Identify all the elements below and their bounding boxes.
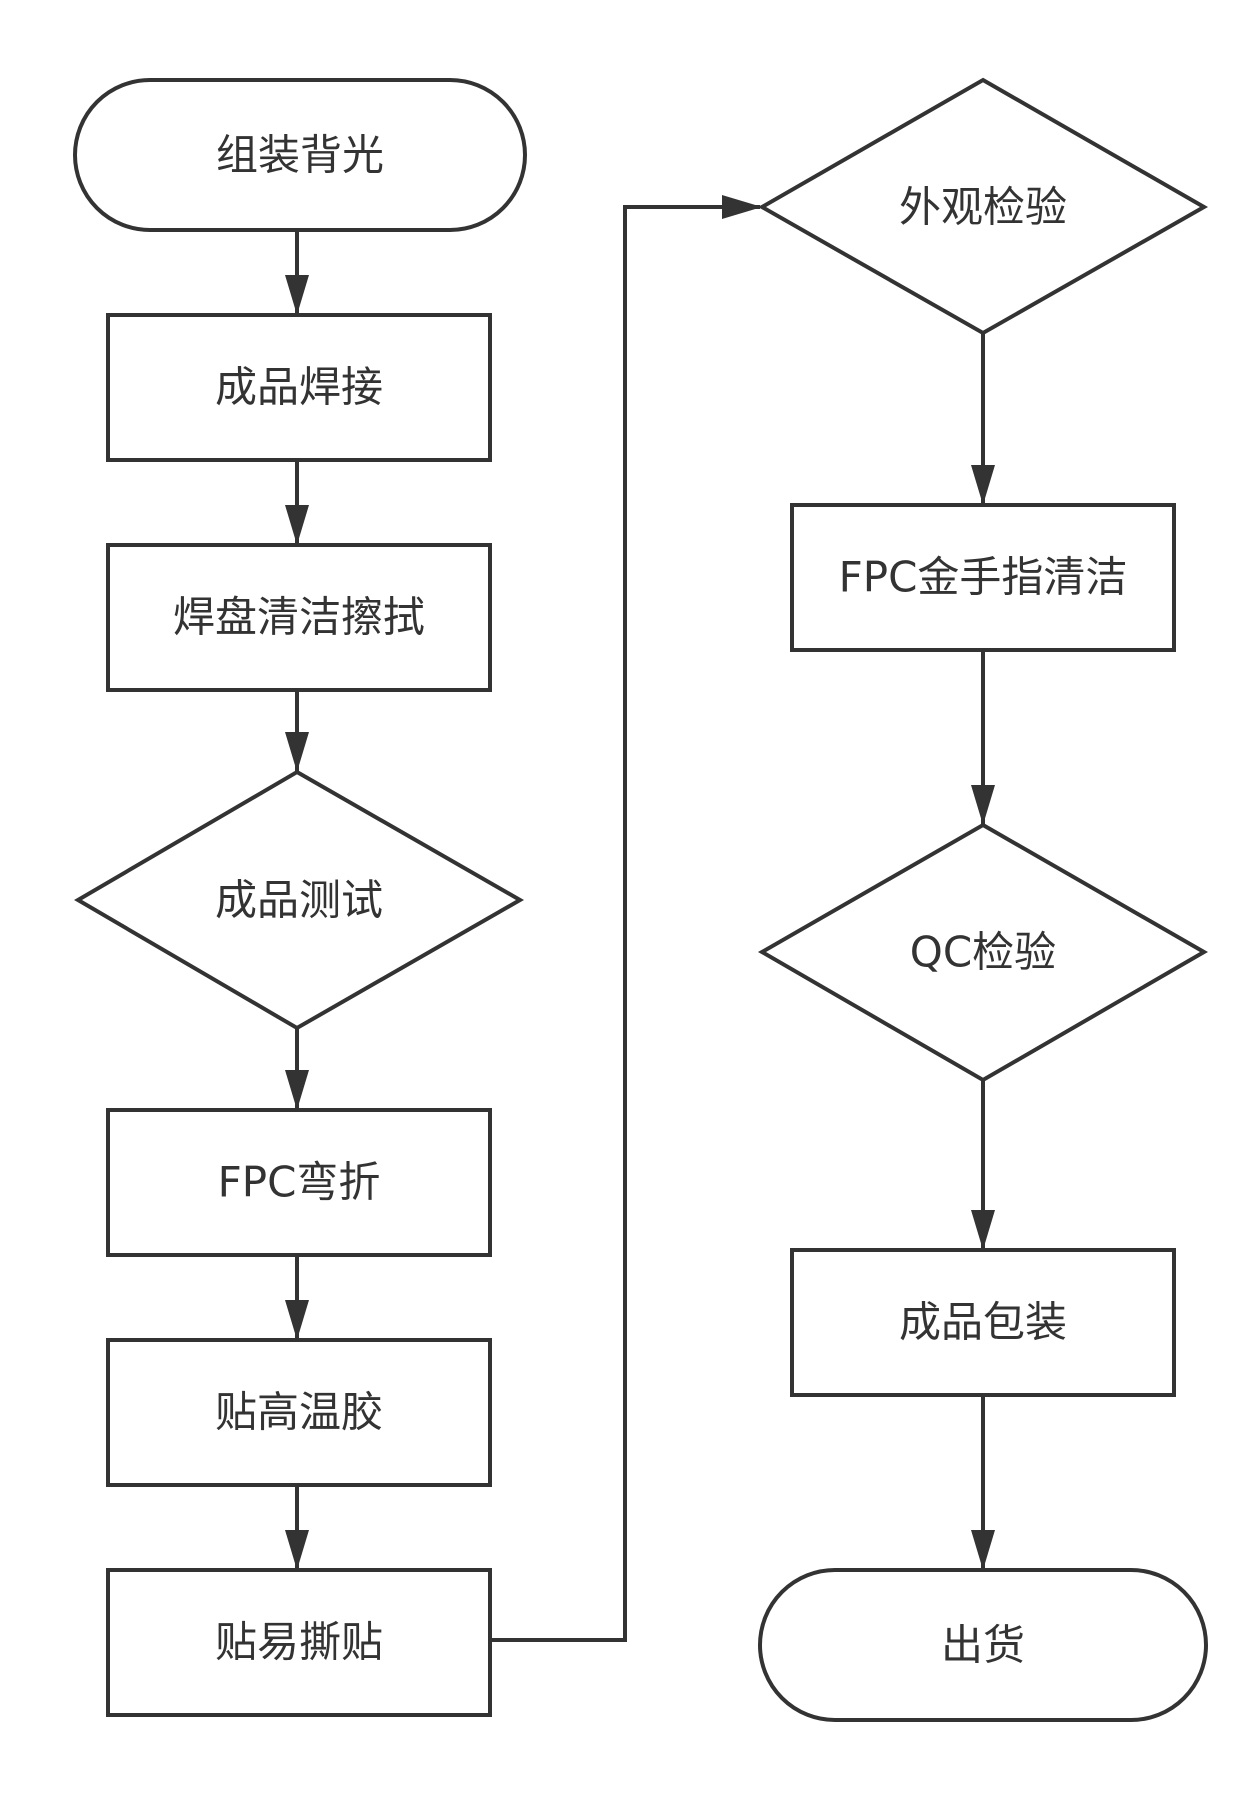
node-label-test: 成品测试 xyxy=(215,876,383,925)
arrowhead-test xyxy=(285,732,309,772)
arrowhead-easypeel xyxy=(285,1530,309,1570)
arrowhead-visualinspect xyxy=(722,195,762,219)
node-fpc-clean: FPC金手指清洁 xyxy=(790,503,1176,652)
process-shape xyxy=(106,1108,492,1257)
node-test: 成品测试 xyxy=(74,769,525,1031)
arrowhead-ship xyxy=(971,1530,995,1570)
arrowhead-qc xyxy=(971,785,995,825)
arrowheads xyxy=(285,195,995,1570)
decision-shape xyxy=(757,77,1209,336)
node-label-pack: 成品包装 xyxy=(899,1298,1067,1347)
node-label-qc: QC检验 xyxy=(910,928,1056,977)
node-label-ship: 出货 xyxy=(941,1621,1025,1670)
node-label-fpc-bend: FPC弯折 xyxy=(218,1158,381,1207)
arrowhead-fpcclean xyxy=(971,465,995,505)
node-fpc-bend: FPC弯折 xyxy=(106,1108,492,1257)
process-shape xyxy=(106,313,492,462)
node-visual-inspect: 外观检验 xyxy=(757,77,1209,336)
node-pad-clean: 焊盘清洁擦拭 xyxy=(106,543,492,692)
process-shape xyxy=(106,543,492,692)
arrowhead-tape xyxy=(285,1300,309,1340)
node-label-tape: 贴高温胶 xyxy=(215,1388,383,1437)
arrowhead-padclean xyxy=(285,505,309,545)
arrowhead-solder xyxy=(285,275,309,315)
decision-shape xyxy=(74,769,525,1031)
node-label-visual-inspect: 外观检验 xyxy=(899,183,1067,232)
node-label-fpc-clean: FPC金手指清洁 xyxy=(839,553,1128,602)
node-qc: QC检验 xyxy=(757,822,1209,1083)
process-shape xyxy=(106,1338,492,1487)
arrowhead-fpcbend xyxy=(285,1070,309,1110)
arrowhead-pack xyxy=(971,1210,995,1250)
edge-easypeel-visualinspect xyxy=(490,205,760,1642)
process-shape xyxy=(790,503,1176,652)
process-shape xyxy=(790,1248,1176,1397)
process-shape xyxy=(106,1568,492,1717)
node-start: 组装背光 xyxy=(73,78,527,232)
node-label-pad-clean: 焊盘清洁擦拭 xyxy=(173,593,425,642)
node-label-start: 组装背光 xyxy=(216,131,384,180)
node-ship: 出货 xyxy=(758,1568,1208,1722)
node-easy-peel: 贴易撕贴 xyxy=(106,1568,492,1717)
decision-shape xyxy=(757,822,1209,1083)
node-pack: 成品包装 xyxy=(790,1248,1176,1397)
node-solder: 成品焊接 xyxy=(106,313,492,462)
terminator-shape xyxy=(758,1568,1208,1722)
terminator-shape xyxy=(73,78,527,232)
node-label-solder: 成品焊接 xyxy=(215,363,383,412)
node-tape: 贴高温胶 xyxy=(106,1338,492,1487)
node-label-easy-peel: 贴易撕贴 xyxy=(215,1618,383,1667)
